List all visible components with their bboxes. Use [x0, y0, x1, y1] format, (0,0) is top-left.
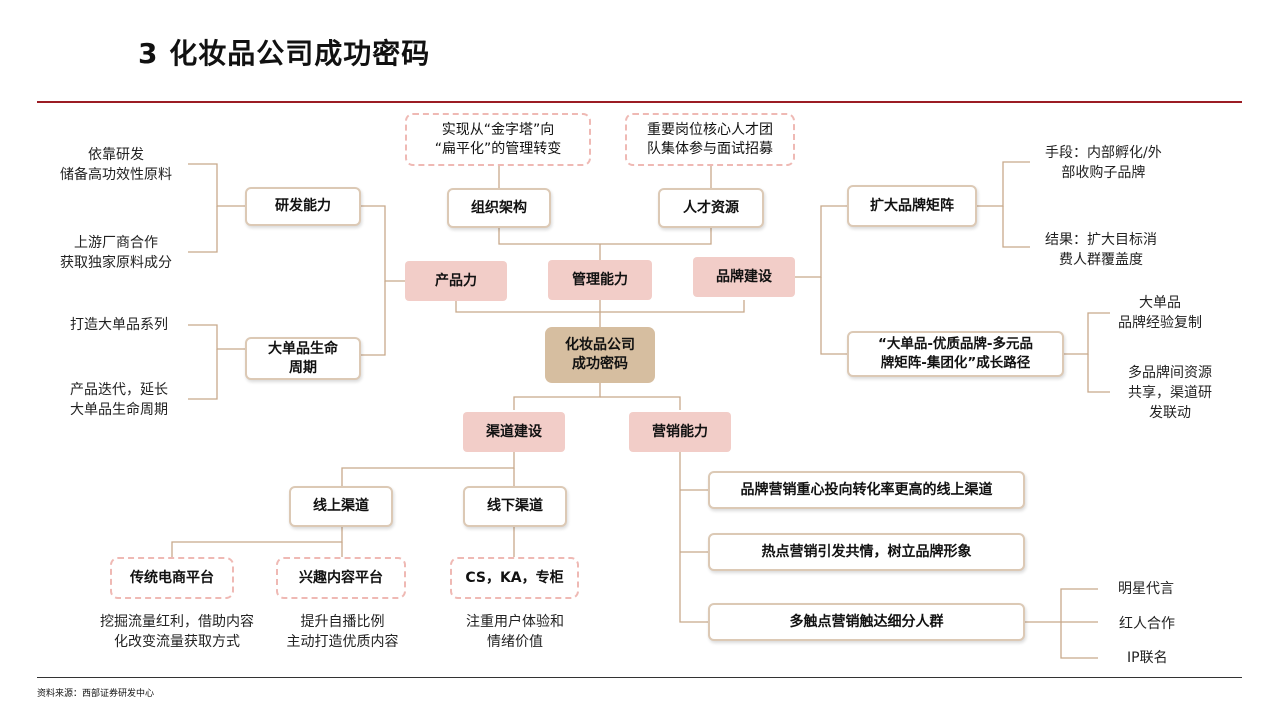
brand-matrix-note-1: 手段：内部孵化/外 部收购子品牌: [1045, 145, 1162, 181]
interest-note: 提升自播比例 主动打造优质内容: [286, 614, 399, 650]
offline-platform-box: CS，KA，专柜: [450, 557, 579, 599]
lifecycle-note-1: 打造大单品系列: [70, 317, 168, 333]
lifecycle-note-2: 产品迭代，延长 大单品生命周期: [70, 382, 168, 418]
marketing-item-1: 品牌营销重心投向转化率更高的线上渠道: [708, 471, 1025, 509]
talent-box: 人才资源: [658, 188, 764, 228]
pillar-brand: 品牌建设: [693, 257, 795, 297]
title-rule: [37, 101, 1242, 103]
pillar-marketing: 营销能力: [629, 412, 731, 452]
growth-path-note-1: 大单品 品牌经验复制: [1118, 295, 1202, 331]
growth-path-note-2: 多品牌间资源 共享，渠道研 发联动: [1128, 365, 1212, 421]
marketing-item-3: 多触点营销触达细分人群: [708, 603, 1025, 641]
touchpoint-3: IP联名: [1127, 650, 1168, 666]
center-node: 化妆品公司 成功密码: [545, 327, 655, 383]
touchpoint-1: 明星代言: [1118, 581, 1174, 597]
pillar-product: 产品力: [405, 261, 507, 301]
rd-note-2: 上游厂商合作 获取独家原料成分: [60, 235, 172, 271]
rd-note-1: 依靠研发 储备高功效性原料: [60, 147, 172, 183]
offline-channel-box: 线下渠道: [463, 486, 567, 527]
interest-platform-box: 兴趣内容平台: [276, 557, 406, 599]
growth-path-box: “大单品-优质品牌-多元品 牌矩阵-集团化”成长路径: [847, 331, 1064, 377]
ecommerce-platform-box: 传统电商平台: [110, 557, 234, 599]
source-note: 资料来源：西部证券研发中心: [37, 689, 155, 699]
pillar-channel: 渠道建设: [463, 412, 565, 452]
ecommerce-note: 挖掘流量红利，借助内容 化改变流量获取方式: [100, 614, 254, 650]
brand-matrix-note-2: 结果：扩大目标消 费人群覆盖度: [1045, 232, 1157, 268]
page-title: 3 化妆品公司成功密码: [138, 37, 431, 70]
brand-matrix-box: 扩大品牌矩阵: [847, 185, 977, 227]
rd-box: 研发能力: [245, 187, 361, 226]
touchpoint-2: 红人合作: [1119, 616, 1175, 632]
lifecycle-box: 大单品生命 周期: [245, 337, 361, 380]
online-channel-box: 线上渠道: [289, 486, 393, 527]
marketing-item-2: 热点营销引发共情，树立品牌形象: [708, 533, 1025, 571]
offline-note: 注重用户体验和 情绪价值: [466, 614, 564, 650]
org-note: 实现从“金字塔”向 “扁平化”的管理转变: [405, 113, 591, 166]
org-structure-box: 组织架构: [447, 188, 551, 228]
footer-rule: [37, 677, 1242, 678]
hr-note: 重要岗位核心人才团 队集体参与面试招募: [625, 113, 795, 166]
pillar-management: 管理能力: [548, 260, 652, 300]
